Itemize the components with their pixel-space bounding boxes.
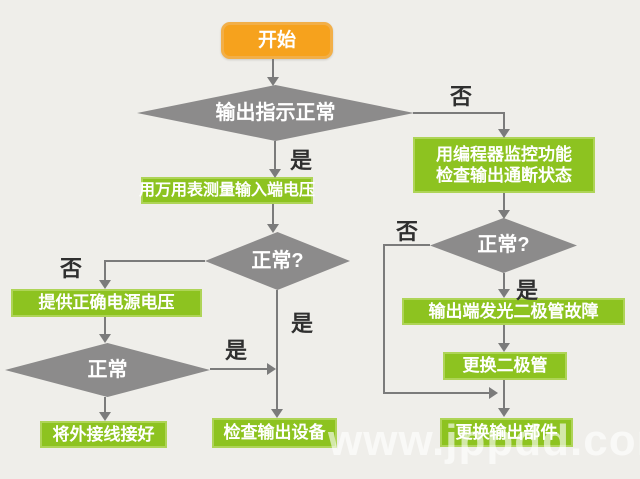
decision-normal-mid: 正常? [205,232,350,290]
arrowhead-right-icon [489,387,498,399]
edge-label-yes-2: 是 [291,311,314,336]
arrowhead-down-icon [99,412,111,421]
decision-normal-left: 正常 [5,343,210,397]
edge-monitor-to-rightdecision [503,193,505,211]
edge-power-to-leftdecision [104,317,106,336]
edge-label-yes-3: 是 [225,338,248,363]
edge-measure-to-middecision [272,204,274,225]
process-programmer-monitor: 用编程器监控功能 检查输出通断状态 [413,137,595,193]
edge-replacediode-to-outputpart [503,380,505,410]
arrowhead-down-icon [267,77,279,86]
decision-normal-right: 正常? [430,218,577,273]
decision-output-indicator: 输出指示正常 [137,85,414,141]
arrowhead-down-icon [498,210,510,219]
edge-label-yes-1: 是 [290,148,313,173]
edge-rightdecision-no-horizontal [383,244,430,246]
edge-topdecision-no-horizontal [413,112,505,114]
edge-rightdecision-no-vertical [383,244,385,394]
edge-topdecision-no-vertical [503,112,505,131]
edge-label-yes-4: 是 [516,278,539,303]
arrowhead-down-icon [498,408,510,417]
arrowhead-right-icon [267,363,276,375]
edge-topdecision-yes-down [274,141,276,170]
edge-ledfault-to-replacediode [503,325,505,345]
arrowhead-down-icon [99,334,111,343]
arrowhead-down-icon [498,289,510,298]
process-replace-output-part: 更换输出部件 [440,418,573,447]
arrowhead-down-icon [267,224,279,233]
edge-rightdecision-no-horizontal2 [383,392,490,394]
process-programmer-monitor-line1: 用编程器监控功能 [436,144,572,164]
arrowhead-down-icon [498,343,510,352]
process-check-output-device: 检查输出设备 [212,418,337,448]
edge-leftdecision-down [104,397,106,414]
arrowhead-down-icon [271,409,283,418]
watermark-text: www.jppdd.com [328,416,640,465]
process-led-fault: 输出端发光二极管故障 [402,298,625,325]
process-replace-diode: 更换二极管 [443,352,567,380]
arrowhead-down-icon [498,129,510,138]
process-connect-external-wiring: 将外接线接好 [40,421,167,448]
process-programmer-monitor-line2: 检查输出通断状态 [436,166,572,185]
arrowhead-down-icon [269,169,281,178]
edge-label-no-2: 否 [450,84,473,109]
edge-leftdecision-yes-horizontal [210,368,268,370]
process-measure-input-voltage: 用万用表测量输入端电压 [139,177,315,204]
edge-middecision-no-vertical [104,260,106,281]
edge-label-no-1: 否 [60,256,83,281]
edge-middecision-no-horizontal [104,260,205,262]
edge-start-to-top-decision [272,59,274,78]
edge-label-no-3: 否 [396,219,419,244]
edge-middecision-yes-down [276,290,278,411]
process-provide-correct-power: 提供正确电源电压 [11,289,202,317]
arrowhead-down-icon [99,280,111,289]
start-node: 开始 [221,22,333,59]
edge-rightdecision-yes-down [503,273,505,291]
